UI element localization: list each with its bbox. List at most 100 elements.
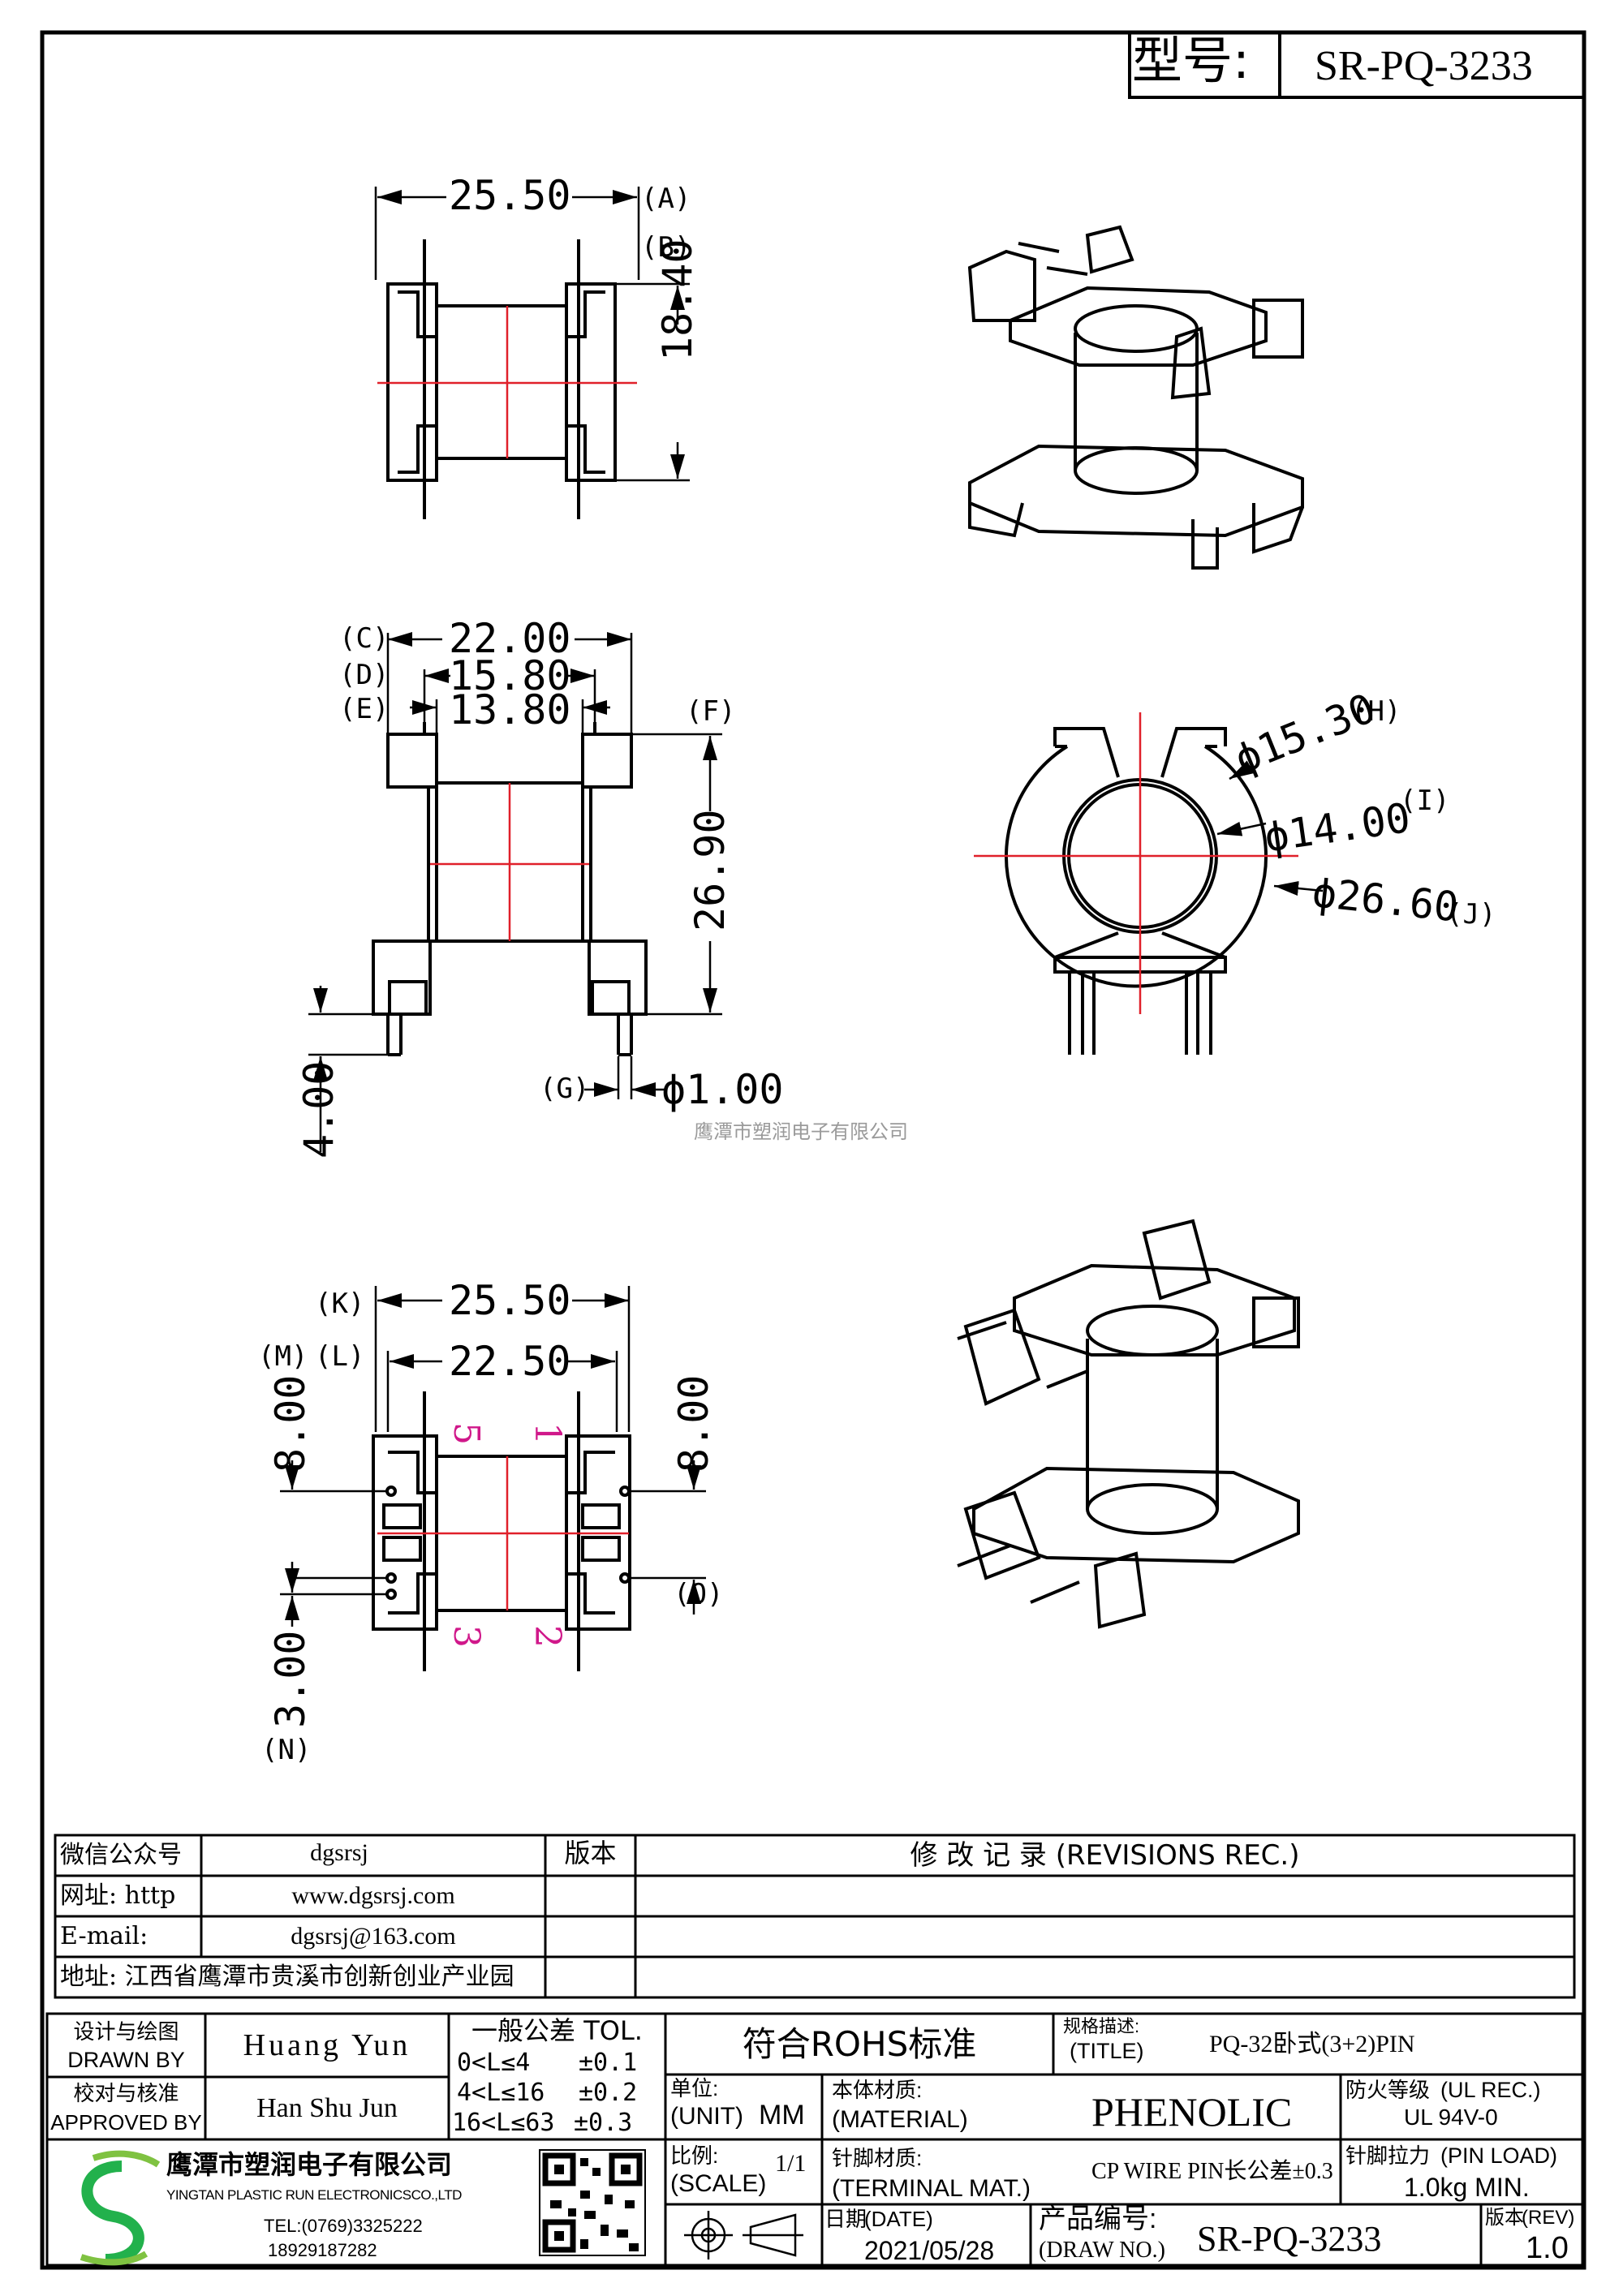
contact-value-web: www.dgsrsj.com — [291, 1882, 455, 1909]
view-top-elevation — [386, 239, 617, 519]
company-mobile: 18929187282 — [268, 2240, 377, 2260]
dim-id-k: (K) — [315, 1288, 365, 1320]
unit-cn: 单位: — [670, 2076, 719, 2100]
pin-number-2: 2 — [527, 1625, 568, 1648]
rev-cn: 版本 — [1485, 2207, 1524, 2229]
drawn-by-name: Huang Yun — [243, 2028, 411, 2062]
approved-by-name: Han Shu Jun — [256, 2092, 398, 2123]
dim-view3-w1: 25.50 — [449, 1277, 571, 1324]
drawn-by-cn: 设计与绘图 — [73, 2019, 179, 2044]
pinload-cn: 针脚拉力 — [1345, 2143, 1431, 2168]
pin-number-3: 3 — [446, 1625, 487, 1648]
dim-id-c: (C) — [339, 622, 390, 655]
fire-en: (UL REC.) — [1440, 2078, 1541, 2102]
tol-value: ±0.2 — [579, 2079, 638, 2107]
isometric-view-top — [967, 225, 1304, 570]
dim-view2-pin-dia: ϕ1.00 — [661, 1066, 784, 1113]
dim-view2-height: 26.90 — [687, 809, 734, 931]
date-en: (DATE) — [864, 2207, 933, 2231]
view1-dims — [374, 187, 690, 482]
view3-dims — [280, 1286, 706, 1627]
revisions-header: 修 改 记 录 (REVISIONS REC.) — [910, 1839, 1300, 1872]
drawno-cn: 产品编号: — [1039, 2204, 1157, 2234]
contact-address: 地址: 江西省鹰潭市贵溪市创新创业产业园 — [60, 1963, 514, 1991]
dim-view3-w2: 22.50 — [449, 1338, 571, 1385]
dim-id-d: (D) — [339, 659, 390, 691]
view1-centerlines — [377, 306, 637, 458]
tolerance-title: 一般公差 TOL. — [471, 2015, 643, 2046]
approved-by-cn: 校对与核准 — [73, 2081, 179, 2105]
dim-view3-right: 8.00 — [670, 1374, 717, 1473]
tol-range: 0<L≤4 — [457, 2049, 531, 2077]
tol-range: 16<L≤63 — [452, 2109, 555, 2137]
rev-en: (REV) — [1522, 2207, 1575, 2229]
dim-id-i: (I) — [1400, 785, 1450, 817]
contact-label-email: E-mail: — [60, 1922, 149, 1950]
dim-id-b: (B) — [641, 231, 691, 264]
pin-number-5: 5 — [446, 1422, 487, 1445]
dim-view2-w1: 22.00 — [449, 615, 571, 662]
dim-id-j: (J) — [1446, 898, 1496, 931]
pinload-en: (PIN LOAD) — [1440, 2143, 1558, 2168]
material-cn: 本体材质: — [832, 2078, 923, 2102]
contact-label-wechat: 微信公众号 — [60, 1841, 182, 1869]
drawn-by-en: DRAWN BY — [67, 2047, 185, 2072]
scale-cn: 比例: — [670, 2143, 719, 2168]
title-en: (TITLE) — [1070, 2039, 1144, 2063]
dim-id-n: (N) — [261, 1734, 312, 1766]
title-cn: 规格描述: — [1063, 2016, 1140, 2036]
company-name-cn: 鹰潭市塑润电子有限公司 — [166, 2149, 453, 2180]
drawno-en: (DRAW NO.) — [1039, 2238, 1165, 2263]
contact-label-web: 网址: http — [60, 1881, 176, 1910]
tolerance-row: 16<L≤63 ±0.3 — [449, 2108, 665, 2138]
dim-view1-height: 18.40 — [654, 239, 701, 361]
view2-centerlines — [430, 783, 589, 941]
contact-value-wechat: dgsrsj — [310, 1839, 368, 1866]
pinload-value: 1.0kg MIN. — [1404, 2173, 1530, 2202]
view2-dims — [308, 632, 722, 1152]
unit-en: (UNIT) — [670, 2103, 743, 2130]
tol-value: ±0.1 — [579, 2049, 638, 2077]
pin-number-1: 1 — [527, 1422, 568, 1445]
tol-value: ±0.3 — [574, 2109, 633, 2137]
material-value: PHENOLIC — [1091, 2089, 1293, 2135]
dim-view2-w2: 15.80 — [449, 652, 571, 699]
dim-id-h: (H) — [1351, 695, 1401, 728]
company-tel: TEL:(0769)3325222 — [264, 2216, 423, 2236]
approved-by-en: APPROVED BY — [50, 2110, 202, 2135]
dim-view2-pin-length: 4.00 — [295, 1060, 342, 1159]
material-en: (MATERIAL) — [832, 2106, 968, 2133]
company-logo-icon — [80, 2150, 161, 2266]
version-header: 版本 — [564, 1838, 617, 1868]
scale-value: 1/1 — [775, 2150, 807, 2177]
unit-value: MM — [759, 2100, 805, 2130]
dim-id-g: (G) — [540, 1073, 590, 1105]
tolerance-row: 0<L≤4 ±0.1 — [449, 2048, 665, 2078]
rohs-statement: 符合ROHS标准 — [742, 2023, 977, 2064]
view3-centerlines — [377, 1456, 629, 1610]
round-centerlines — [974, 712, 1298, 1014]
fire-cn: 防火等级 — [1345, 2078, 1431, 2102]
fire-value: UL 94V-0 — [1404, 2105, 1498, 2130]
revision-table-grid — [54, 1834, 1576, 1999]
view-end-round — [1005, 727, 1268, 1055]
drawno-value: SR-PQ-3233 — [1197, 2219, 1382, 2259]
dim-view3-left: 8.00 — [267, 1374, 314, 1473]
terminal-en: (TERMINAL MAT.) — [832, 2175, 1031, 2202]
isometric-view-bottom — [957, 1219, 1300, 1629]
dim-id-m: (M) — [258, 1340, 308, 1373]
watermark: 鹰潭市塑润电子有限公司 — [694, 1120, 908, 1143]
outer-frame — [40, 30, 1586, 2270]
terminal-cn: 针脚材质: — [832, 2146, 923, 2170]
qr-code-icon — [539, 2149, 646, 2256]
date-cn: 日期 — [824, 2207, 867, 2231]
date-value: 2021/05/28 — [864, 2236, 995, 2265]
tolerance-table: 0<L≤4 ±0.1 4<L≤16 ±0.2 16<L≤63 ±0.3 — [449, 2048, 665, 2139]
dim-id-a: (A) — [641, 183, 691, 215]
dim-id-f: (F) — [686, 695, 736, 728]
company-name-en: YINGTAN PLASTIC RUN ELECTRONICSCO.,LTD — [166, 2187, 462, 2203]
rev-value: 1.0 — [1526, 2231, 1569, 2265]
model-label: 型号: — [1132, 31, 1250, 90]
round-leaders — [1216, 760, 1324, 896]
